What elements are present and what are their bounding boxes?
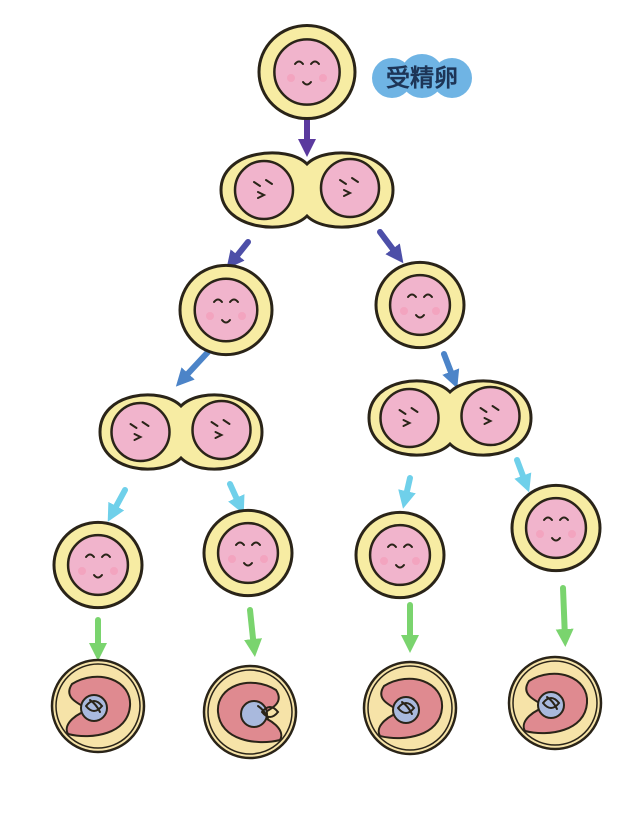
zygote-cell <box>257 23 357 121</box>
arrow-4a <box>107 487 128 522</box>
two-cell-left-3 <box>98 393 264 471</box>
cell-4a <box>52 520 144 610</box>
zygote-label-bubble: 受精卵 <box>372 54 472 98</box>
two-cell-right-3 <box>367 379 533 457</box>
arrow-5d <box>555 585 574 647</box>
arrow-right-1 <box>377 229 404 264</box>
arrow-4d <box>514 457 532 493</box>
arrow-left-2 <box>175 349 211 387</box>
arrow-right-2 <box>441 351 460 389</box>
two-cell-stage <box>219 151 395 229</box>
cell-4b <box>202 508 294 598</box>
cell-right-2 <box>374 260 466 350</box>
arrow-4c <box>398 475 416 509</box>
blastocyst-2 <box>202 664 298 760</box>
zygote-label: 受精卵 <box>386 64 458 92</box>
arrow-4b <box>227 481 245 515</box>
blastocyst-1 <box>50 658 146 754</box>
cell-4c <box>354 510 446 600</box>
blastocyst-3 <box>362 660 458 756</box>
cell-left-2 <box>178 263 274 357</box>
blastocyst-4 <box>507 655 603 751</box>
arrow-5b <box>244 607 263 657</box>
arrow-left-1 <box>226 239 251 270</box>
cell-4d <box>510 483 602 573</box>
